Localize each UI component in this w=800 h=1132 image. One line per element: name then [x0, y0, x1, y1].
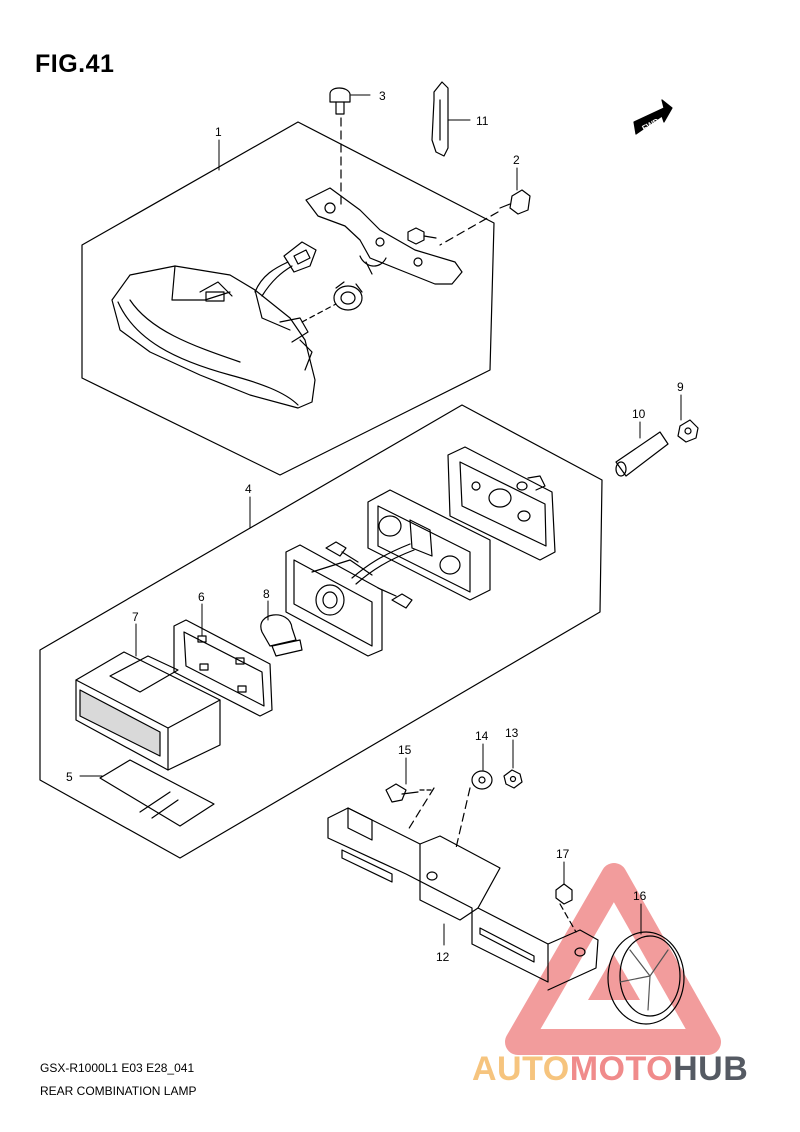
callout-15: 15	[398, 743, 412, 757]
nut-part-13	[503, 769, 523, 789]
lamp-body-frame	[367, 489, 491, 601]
gasket-part-6	[173, 619, 273, 717]
bulb-holder-base	[285, 543, 415, 657]
callout-9: 9	[677, 380, 684, 394]
callout-16: 16	[633, 889, 647, 903]
nut-part-9	[677, 419, 699, 443]
holder-bolt-upper	[325, 541, 359, 563]
callout-numbers: 1 2 3 4 5 6 7 8 9 10 11 12 13 14 15 16 1…	[66, 89, 684, 964]
group-box-tail-lamp	[81, 121, 495, 476]
footer-assembly-name: REAR COMBINATION LAMP	[40, 1084, 197, 1098]
plate-part-5	[99, 759, 215, 827]
screw-part-15	[385, 783, 419, 803]
bulb-part-8	[260, 614, 303, 657]
callout-4: 4	[245, 482, 252, 496]
callout-17: 17	[556, 847, 570, 861]
callout-10: 10	[632, 407, 646, 421]
washer-part-14	[471, 770, 493, 790]
bulb-socket	[333, 281, 363, 311]
callout-7: 7	[132, 610, 139, 624]
group-box-license-lamp	[39, 404, 603, 859]
spacer-tube-part-10	[615, 431, 669, 477]
watermark-part-hub: HUB	[673, 1050, 749, 1088]
bracket-bolt	[407, 227, 437, 245]
callout-3: 3	[379, 89, 386, 103]
watermark-logo: AUTOMOTOHUB	[472, 1050, 748, 1089]
lamp-wire-harness	[254, 261, 293, 297]
license-bracket-part-12	[327, 807, 599, 991]
lamp-mount-bracket	[305, 187, 463, 285]
watermark-part-auto: AUTO	[472, 1050, 570, 1088]
figure-title: FIG.41	[35, 50, 115, 78]
wire-clip-part-11	[431, 81, 449, 157]
callout-6: 6	[198, 590, 205, 604]
footer-model-code: GSX-R1000L1 E03 E28_041	[40, 1061, 195, 1075]
callout-11: 11	[476, 114, 489, 128]
screw-part-3	[329, 87, 351, 115]
callout-14: 14	[475, 729, 489, 743]
lamp-lens-part-7	[75, 651, 221, 771]
callout-12: 12	[436, 950, 450, 964]
screw-part-2	[499, 189, 531, 215]
callout-8: 8	[263, 587, 270, 601]
reflector-part-16	[607, 931, 685, 1025]
callout-13: 13	[505, 726, 519, 740]
callout-1: 1	[215, 125, 222, 139]
harness-connector	[283, 241, 317, 273]
watermark-part-moto: MOTO	[569, 1050, 674, 1088]
tail-lamp-housing	[111, 265, 316, 409]
callout-2: 2	[513, 153, 520, 167]
callout-5: 5	[66, 770, 73, 784]
forward-direction-badge	[633, 99, 673, 135]
leader-lines	[79, 94, 682, 946]
watermark-triangle-icon	[505, 863, 721, 1055]
lamp-gasket-plate	[447, 446, 556, 561]
holder-bolt-lower	[377, 587, 413, 609]
